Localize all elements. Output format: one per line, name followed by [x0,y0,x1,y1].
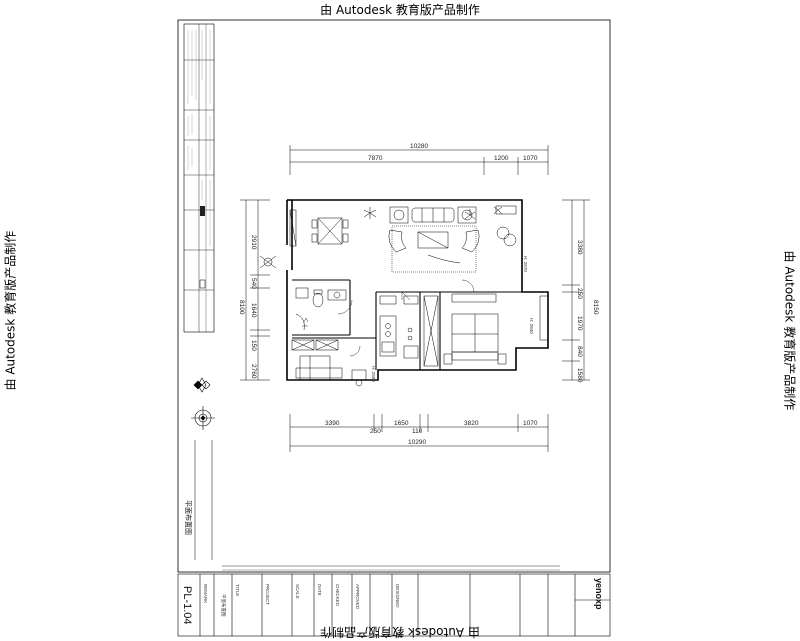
elevation-mark-living: H: 2670 [523,256,528,272]
bedroom-2-furniture [291,339,367,387]
title-value: 平面布置图 [220,594,227,617]
dimensions-top [289,145,549,175]
drawing-title: 平面布置图 [184,500,193,535]
title-block [177,573,611,637]
bathroom-fixtures [295,287,347,331]
dim-left-1: 2910 [250,235,257,250]
notes-table [183,23,215,333]
dim-bottom-6: 1070 [523,420,538,427]
dim-top-1: 7870 [368,155,383,162]
field-project: PROJECT [265,584,270,605]
dim-bottom-1: 3390 [325,420,340,427]
dim-bottom-5: 3820 [464,420,479,427]
sheet-border [177,19,611,573]
north-arrow [191,377,215,430]
elevation-mark-bedroom: H: 2840 [529,318,534,334]
dim-right-total: 8150 [592,300,599,315]
field-title: TITLE [235,584,240,596]
notes-strip [222,565,560,571]
dimensions-right [562,199,590,381]
field-date: DATE [317,584,322,596]
walls [286,199,549,381]
dining-table [289,209,349,247]
dim-bottom-2: 250 [370,428,381,435]
dim-left-4: 150 [250,340,257,351]
entry-figure-icon [259,255,277,269]
dim-bottom-3: 1650 [394,420,409,427]
wardrobe [423,295,439,367]
door-swings [337,279,475,357]
field-designed: DESIGNED [395,584,400,608]
drawing-title-block: 平面布置图 [184,440,213,560]
field-scale: SCALE [295,584,300,599]
dim-left-5: 2760 [250,364,257,379]
watermark-top: 由 Autodesk 教育版产品制作 [320,3,480,17]
dim-bottom-4: 110 [412,428,423,435]
dim-top-3: 1070 [523,155,538,162]
dim-right-4: 840 [576,346,583,357]
living-room-furniture [388,205,517,273]
dim-left-3: 1640 [250,303,257,318]
dimensions-left [240,199,270,381]
dim-right-1: 3380 [576,240,583,255]
kitchen-fixtures [379,295,419,359]
interior-walls [292,279,522,370]
dim-top-2: 1200 [494,155,509,162]
dim-right-5: 1580 [576,368,583,383]
bathroom-ceiling-mark [302,317,309,327]
elevation-mark-kitchen: H: 2500 [371,366,376,382]
master-bedroom-furniture [443,293,549,365]
dim-left-total: 8100 [238,300,245,315]
dimensions-bottom [289,414,549,452]
dim-top-total: 10280 [410,143,428,150]
dim-right-3: 1970 [576,316,583,331]
field-approved: APPROVED [355,584,360,610]
sheet-code: PL-1.04 [181,586,193,625]
field-checked: CHECKED [335,584,340,607]
dim-left-2: 540 [250,278,257,289]
field-remark: REMARK [203,584,208,603]
brand-logo: yenoxp [594,578,604,610]
dim-right-2: 250 [576,288,583,299]
dim-bottom-total: 10290 [408,439,426,446]
